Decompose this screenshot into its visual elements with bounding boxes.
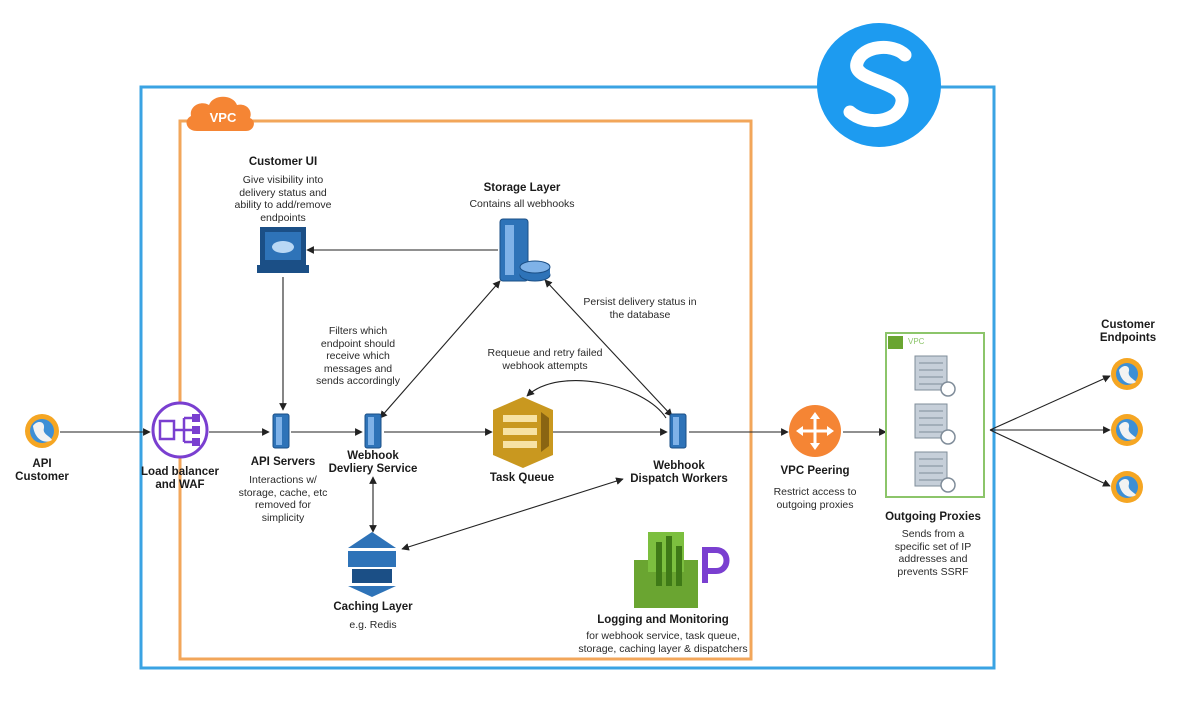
load-balancer-title: Load balancer and WAF [141, 466, 219, 491]
delivery-service-icon [364, 413, 382, 449]
filters-note: Filters which endpoint should receive wh… [315, 325, 401, 387]
edges [60, 246, 1111, 551]
customer-endpoints-title: Customer Endpoints [1099, 319, 1157, 344]
proxy-server-icon-2 [914, 403, 956, 445]
dispatch-workers-icon [669, 413, 687, 449]
logging-desc: for webhook service, task queue, storage… [578, 630, 748, 655]
vpc-peering-title: VPC Peering [780, 465, 850, 477]
edge-requeue [526, 380, 667, 419]
outer-boundary [139, 85, 996, 670]
proxies-vpc-boundary [885, 332, 985, 498]
edge-cache-dispatch [401, 477, 624, 551]
endpoint-globe-icon-2 [1111, 414, 1143, 446]
delivery-service-title: Webhook Devliery Service [328, 450, 418, 475]
edge-delivery-storage [379, 280, 501, 419]
api-customer-globe-icon [25, 414, 59, 448]
endpoint-globe-icon-1 [1111, 358, 1143, 390]
edge-dispatch-storage [544, 279, 673, 417]
customer-ui-title: Customer UI [248, 156, 318, 168]
proxy-server-icon-3 [914, 451, 956, 493]
customer-ui-desc: Give visibility into delivery status and… [234, 174, 332, 224]
vpc-boundary [178, 119, 753, 661]
proxy-vpc-label: VPC [908, 337, 925, 346]
storage-layer-desc: Contains all webhooks [469, 198, 575, 210]
task-queue-icon [493, 397, 553, 468]
logging-title: Logging and Monitoring [597, 614, 729, 626]
dispatch-workers-title: Webhook Dispatch Workers [630, 460, 728, 485]
outgoing-proxies-desc: Sends from a specific set of IP addresse… [894, 528, 972, 578]
edge-proxies-ep3 [989, 429, 1111, 487]
vpc-peering-icon [789, 405, 841, 457]
task-queue-title: Task Queue [489, 472, 555, 484]
edge-proxies-ep1 [989, 375, 1111, 431]
logging-monitoring-icon [634, 532, 698, 608]
caching-layer-desc: e.g. Redis [349, 619, 397, 631]
outgoing-proxies-title: Outgoing Proxies [885, 511, 981, 523]
caching-layer-icon [348, 532, 396, 597]
api-servers-title: API Servers [250, 456, 316, 468]
load-balancer-icon [151, 401, 209, 459]
proxies-vpc-badge [888, 336, 903, 349]
storage-layer-icon [499, 218, 551, 282]
proxy-server-icon-1 [914, 355, 956, 397]
caching-layer-title: Caching Layer [333, 601, 413, 613]
endpoint-globe-icon-3 [1111, 471, 1143, 503]
storage-layer-title: Storage Layer [483, 182, 561, 194]
api-customer-title: API Customer [15, 458, 69, 483]
api-servers-icon [272, 413, 290, 449]
brand-logo [817, 23, 941, 147]
vpc-cloud-icon [186, 96, 254, 131]
vpc-label: VPC [209, 110, 237, 125]
api-servers-desc: Interactions w/ storage, cache, etc remo… [238, 474, 328, 524]
vpc-peering-desc: Restrict access to outgoing proxies [773, 486, 857, 511]
monitoring-brand-icon [702, 547, 730, 583]
requeue-note: Requeue and retry failed webhook attempt… [487, 347, 603, 372]
persist-note: Persist delivery status in the database [583, 296, 697, 321]
customer-ui-monitor-icon [257, 227, 309, 273]
